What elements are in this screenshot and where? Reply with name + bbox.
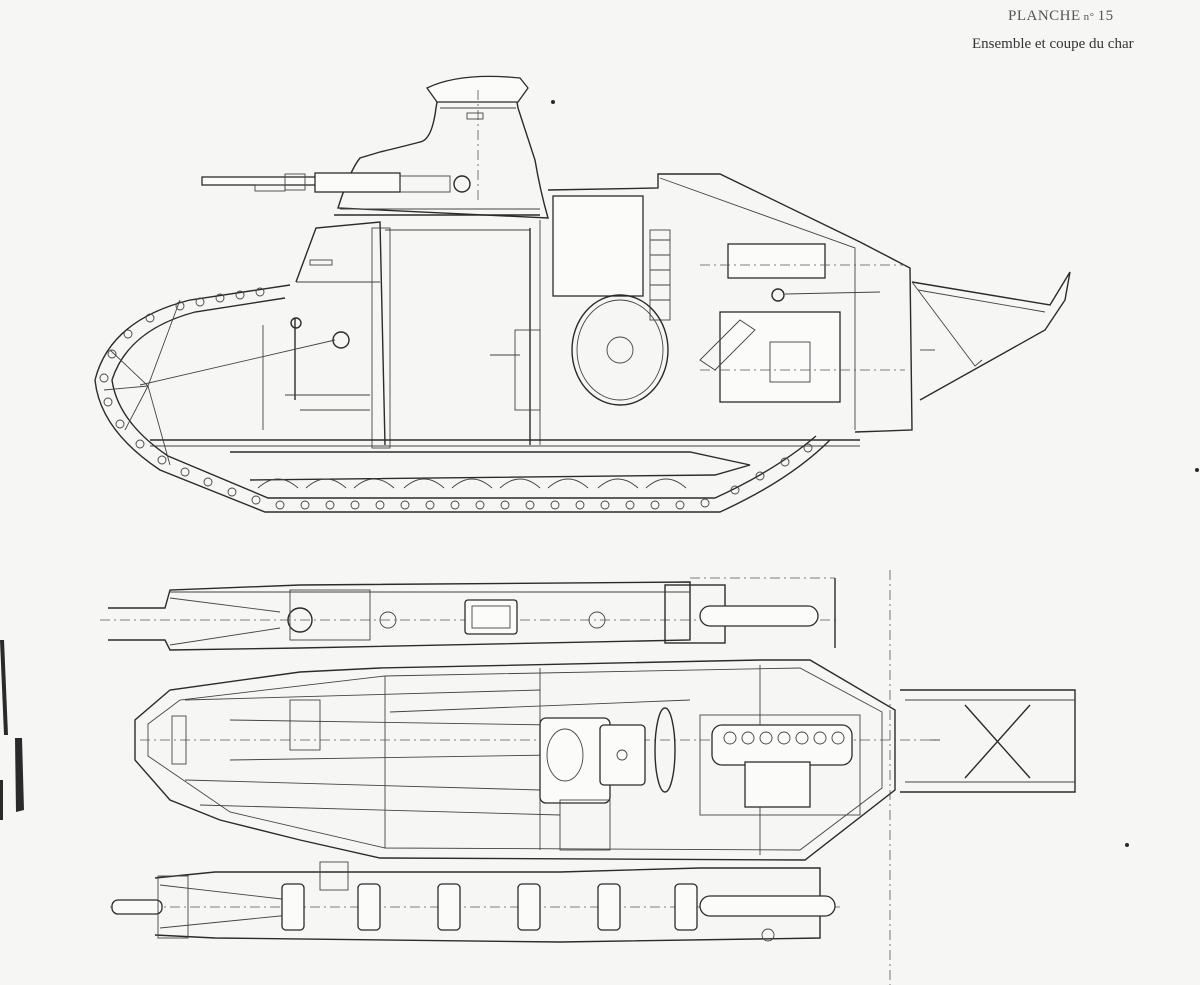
scan-artifacts bbox=[0, 100, 1199, 847]
plate-number-prefix: n° bbox=[1083, 11, 1095, 23]
plate-label: PLANCHE bbox=[1008, 8, 1081, 24]
suspension-springs bbox=[281, 883, 698, 931]
tail-skid-plan bbox=[900, 689, 1076, 793]
engine-compartment bbox=[547, 173, 913, 433]
top-track-plan bbox=[100, 577, 840, 651]
track bbox=[94, 284, 831, 513]
bottom-track-plan bbox=[110, 861, 840, 943]
engine-plan bbox=[699, 714, 861, 816]
machine-gun bbox=[201, 172, 540, 216]
side-plate bbox=[230, 451, 751, 481]
road-wheels bbox=[257, 478, 687, 489]
tail-skid bbox=[911, 271, 1071, 401]
turret bbox=[337, 75, 549, 219]
plate-title: Ensemble et coupe du char bbox=[972, 36, 1134, 52]
plate-number-value: 15 bbox=[1097, 8, 1114, 24]
hull-plan bbox=[134, 659, 1076, 861]
driver-controls bbox=[139, 317, 370, 430]
flywheel bbox=[490, 294, 669, 411]
front-hull bbox=[295, 220, 541, 449]
side-section-view bbox=[94, 75, 1071, 513]
